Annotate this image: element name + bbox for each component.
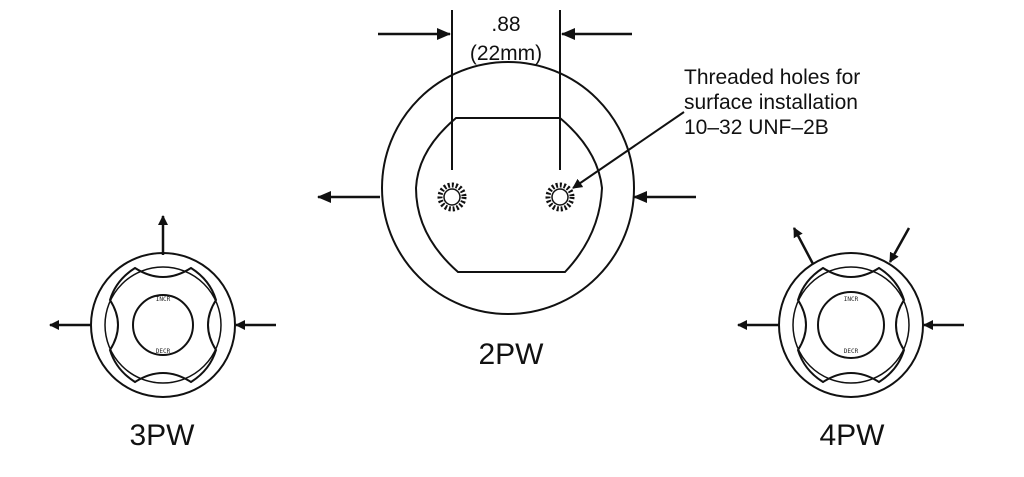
valve-4pw-diagonal-outlet-arrow	[792, 227, 815, 265]
valve-4pw-center-hub	[817, 291, 885, 359]
valve-3pw-decr-mark: DECR	[156, 348, 171, 355]
valve-4pw-decr-mark: DECR	[844, 348, 859, 355]
valve-4pw-scalloped-knob	[796, 266, 906, 384]
valve-2pw: .88 (22mm) Threaded holes for surface in…	[317, 10, 860, 371]
callout-line-2: surface installation	[684, 91, 858, 114]
valve-3pw-incr-mark: INCR	[156, 296, 171, 303]
callout-leader-arrow	[572, 111, 685, 189]
threaded-hole-right	[545, 182, 575, 212]
valve-3pw-center-hub	[132, 294, 194, 356]
callout-line-1: Threaded holes for	[684, 66, 860, 89]
valve-4pw: INCR DECR 4PW	[737, 227, 964, 452]
valve-4pw-incr-mark: INCR	[844, 296, 859, 303]
valve-2pw-outer-body	[381, 61, 635, 315]
valve-3pw-scalloped-knob	[108, 266, 218, 384]
threaded-hole-left	[437, 182, 467, 212]
valve-4pw-label: 4PW	[819, 419, 885, 452]
valve-3pw: INCR DECR 3PW	[49, 215, 276, 452]
callout-line-3: 10–32 UNF–2B	[684, 116, 829, 139]
valve-2pw-inner-port-face	[414, 117, 604, 273]
dimension-value: .88	[491, 13, 520, 36]
valve-3pw-label: 3PW	[129, 419, 195, 452]
valve-4pw-diagonal-inlet-arrow	[888, 227, 911, 263]
valve-3pw-handwheel-ring	[104, 266, 222, 384]
valve-4pw-outer-body	[778, 252, 924, 398]
dimension-metric: (22mm)	[470, 42, 542, 65]
valve-2pw-label: 2PW	[478, 338, 544, 371]
valve-3pw-outer-body	[90, 252, 236, 398]
valve-4pw-handwheel-ring	[792, 266, 910, 384]
